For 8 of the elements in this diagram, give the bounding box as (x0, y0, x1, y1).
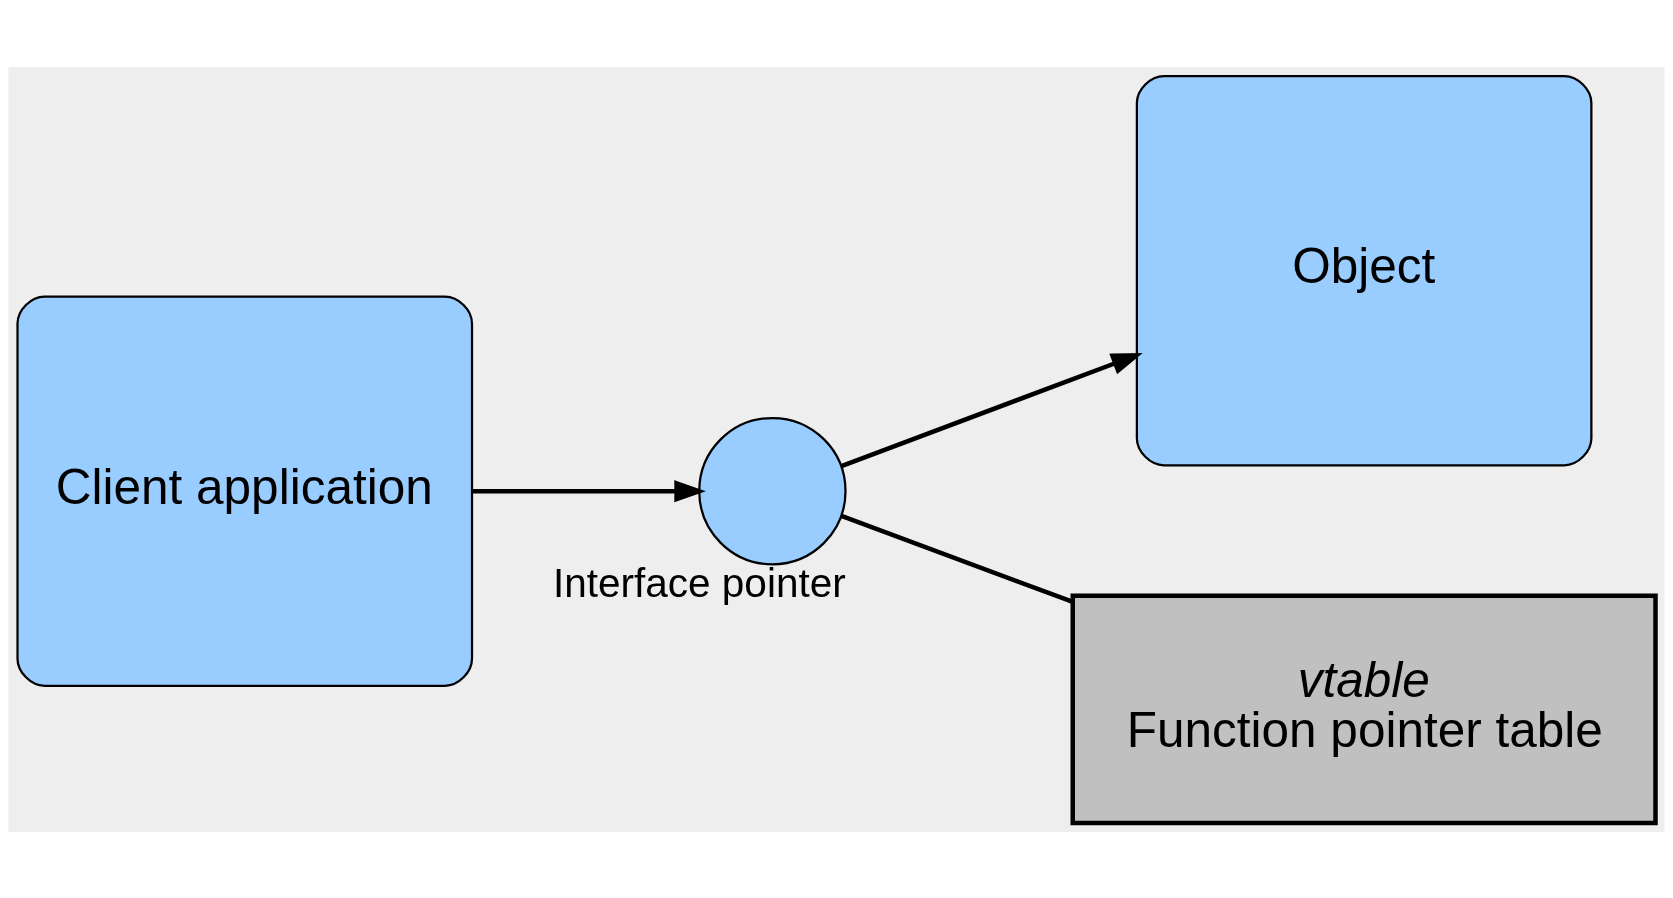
node-box: vtable Function pointer table (1070, 593, 1658, 825)
connector (840, 513, 1074, 604)
node-circle (698, 416, 847, 565)
node-box: Object (1135, 74, 1593, 466)
arrow (472, 479, 706, 502)
node-box: Client application (16, 294, 474, 687)
node-label: Interface pointer (553, 559, 846, 606)
arrow (840, 352, 1143, 468)
